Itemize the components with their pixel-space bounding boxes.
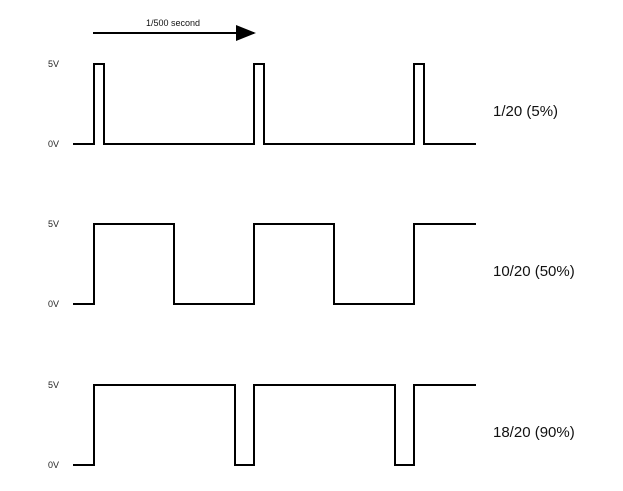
waveform-3: 5V 0V 18/20 (90%) xyxy=(48,380,575,470)
waveform-signal xyxy=(73,384,476,466)
low-voltage-label: 0V xyxy=(48,460,59,470)
high-voltage-label: 5V xyxy=(48,219,59,229)
low-voltage-label: 0V xyxy=(48,299,59,309)
waveform-signal xyxy=(73,223,476,305)
waveform-1: 5V 0V 1/20 (5%) xyxy=(48,59,558,149)
high-voltage-label: 5V xyxy=(48,380,59,390)
duty-cycle-label: 10/20 (50%) xyxy=(493,263,575,280)
low-voltage-label: 0V xyxy=(48,139,59,149)
period-label: 1/500 second xyxy=(146,18,200,28)
high-voltage-label: 5V xyxy=(48,59,59,69)
duty-cycle-label: 18/20 (90%) xyxy=(493,424,575,441)
waveform-signal xyxy=(73,63,476,145)
waveform-2: 5V 0V 10/20 (50%) xyxy=(48,219,575,309)
duty-cycle-label: 1/20 (5%) xyxy=(493,103,558,120)
